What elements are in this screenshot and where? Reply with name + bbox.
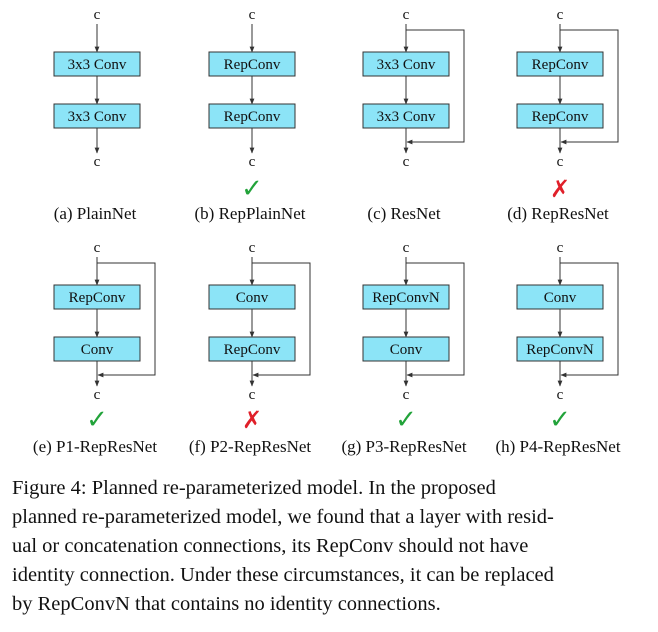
skip-connection bbox=[560, 29, 619, 145]
caption-line: ual or concatenation connections, its Re… bbox=[12, 535, 529, 557]
figure-caption: Figure 4: Planned re-parameterized model… bbox=[12, 474, 648, 619]
layer-block bbox=[362, 51, 450, 77]
input-node-label: c bbox=[94, 240, 101, 256]
panel-caption: (h) P4-RepResNet bbox=[495, 437, 620, 456]
layer-block bbox=[362, 103, 450, 129]
layer-block-label: RepConv bbox=[532, 109, 589, 125]
cross-icon: ✗ bbox=[550, 175, 570, 203]
panel-caption: (g) P3-RepResNet bbox=[341, 437, 466, 456]
output-node-label: c bbox=[557, 154, 564, 170]
layer-block-label: RepConv bbox=[224, 109, 281, 125]
skip-connection bbox=[252, 262, 311, 378]
skip-connection bbox=[97, 262, 156, 378]
panel-c: c 3x3 Conv 3x3 Conv c (c) ResNet bbox=[362, 7, 465, 223]
layer-block bbox=[516, 336, 604, 362]
caption-line: by RepConvN that contains no identity co… bbox=[12, 593, 441, 615]
output-node-label: c bbox=[403, 154, 410, 170]
input-node-label: c bbox=[557, 7, 564, 23]
layer-block-label: RepConv bbox=[224, 57, 281, 73]
panel-caption: (d) RepResNet bbox=[507, 204, 609, 223]
output-node-label: c bbox=[249, 154, 256, 170]
panel-caption: (c) ResNet bbox=[367, 204, 440, 223]
layer-block bbox=[362, 336, 450, 362]
output-node-label: c bbox=[249, 387, 256, 403]
caption-line: Figure 4: Planned re-parameterized model… bbox=[12, 477, 496, 499]
output-node-label: c bbox=[557, 387, 564, 403]
caption-line: identity connection. Under these circums… bbox=[12, 564, 554, 586]
skip-connection bbox=[560, 262, 619, 378]
cross-icon: ✗ bbox=[242, 406, 262, 434]
layer-block bbox=[208, 284, 296, 310]
layer-block-label: RepConvN bbox=[526, 342, 594, 358]
layer-block-label: 3x3 Conv bbox=[377, 109, 436, 125]
panel-caption: (f) P2-RepResNet bbox=[189, 437, 312, 456]
panel-caption: (e) P1-RepResNet bbox=[33, 437, 157, 456]
layer-block bbox=[208, 336, 296, 362]
checkmark-icon: ✓ bbox=[241, 174, 263, 204]
layer-block bbox=[516, 51, 604, 77]
input-node-label: c bbox=[94, 7, 101, 23]
layer-block-label: RepConv bbox=[532, 57, 589, 73]
layer-block bbox=[53, 284, 141, 310]
input-node-label: c bbox=[403, 7, 410, 23]
layer-block-label: 3x3 Conv bbox=[68, 57, 127, 73]
skip-connection bbox=[406, 262, 465, 378]
output-node-label: c bbox=[94, 387, 101, 403]
layer-block-label: Conv bbox=[236, 290, 269, 306]
checkmark-icon: ✓ bbox=[86, 405, 108, 435]
layer-block-label: RepConv bbox=[69, 290, 126, 306]
layer-block-label: RepConv bbox=[224, 342, 281, 358]
caption-line: planned re-parameterized model, we found… bbox=[12, 506, 554, 528]
layer-block-label: Conv bbox=[81, 342, 114, 358]
output-node-label: c bbox=[94, 154, 101, 170]
panel-a: c 3x3 Conv 3x3 Conv c (a) PlainNet bbox=[53, 7, 141, 223]
input-node-label: c bbox=[403, 240, 410, 256]
input-node-label: c bbox=[249, 7, 256, 23]
input-node-label: c bbox=[557, 240, 564, 256]
layer-block bbox=[53, 336, 141, 362]
checkmark-icon: ✓ bbox=[549, 405, 571, 435]
layer-block bbox=[208, 103, 296, 129]
layer-block-label: RepConvN bbox=[372, 290, 440, 306]
panel-caption: (a) PlainNet bbox=[54, 204, 137, 223]
layer-block bbox=[208, 51, 296, 77]
layer-block-label: Conv bbox=[390, 342, 423, 358]
layer-block-label: Conv bbox=[544, 290, 577, 306]
layer-block bbox=[53, 103, 141, 129]
skip-connection bbox=[406, 29, 465, 145]
output-node-label: c bbox=[403, 387, 410, 403]
panel-caption: (b) RepPlainNet bbox=[195, 204, 306, 223]
input-node-label: c bbox=[249, 240, 256, 256]
layer-block-label: 3x3 Conv bbox=[377, 57, 436, 73]
layer-block-label: 3x3 Conv bbox=[68, 109, 127, 125]
checkmark-icon: ✓ bbox=[395, 405, 417, 435]
